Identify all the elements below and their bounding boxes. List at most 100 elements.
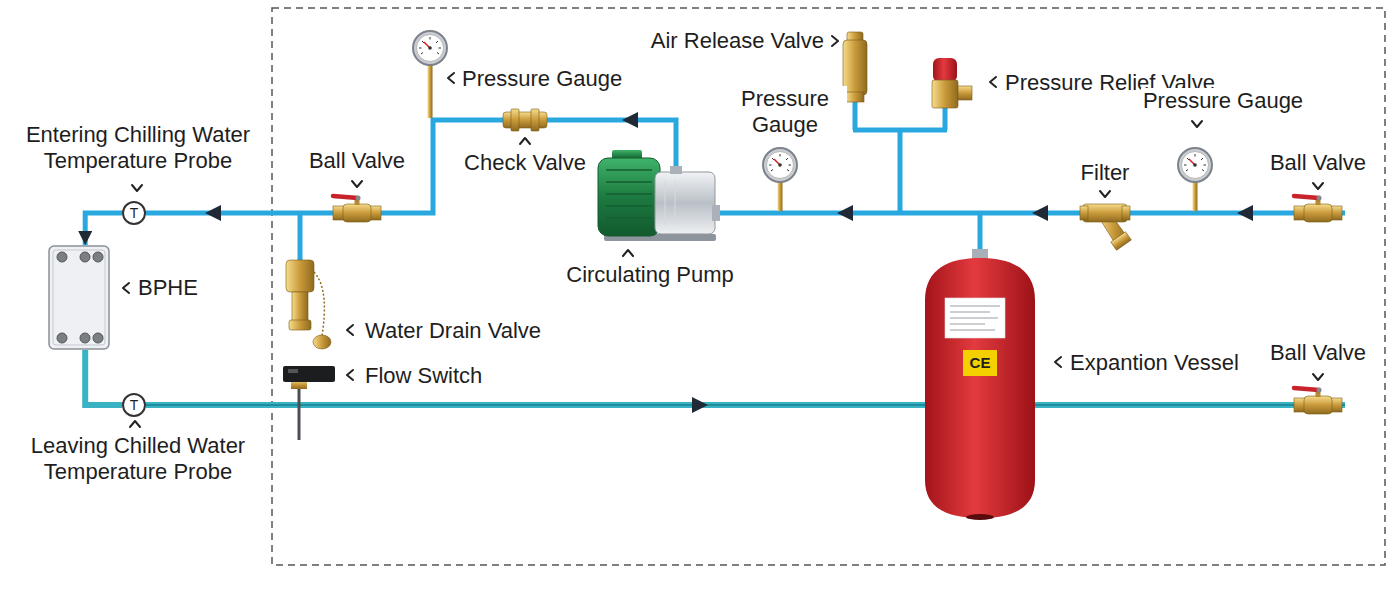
- pressure-gauge: [1178, 148, 1212, 182]
- pressure-relief-valve-part: [933, 58, 957, 82]
- check-valve-part: [531, 109, 539, 131]
- part-label: Ball Valve: [307, 148, 407, 174]
- bphe-plates-part-part: [57, 252, 67, 262]
- part-label: Leaving Chilled Water Temperature Probe: [6, 433, 270, 485]
- flow-arrow: [205, 112, 1253, 413]
- heat-exchanger: BPHE: [48, 245, 110, 350]
- filter-part: [1080, 206, 1088, 220]
- circulating-pump-part: [655, 172, 715, 234]
- gauge-stem-part: [428, 64, 433, 118]
- supply-pipe-part: [853, 100, 947, 213]
- part-label: Ball Valve: [1268, 340, 1368, 366]
- flow-switch-part: [298, 388, 301, 440]
- water-drain-valve-part: [289, 320, 311, 330]
- check-valve-part: [511, 109, 519, 131]
- pointer-chevron: [132, 185, 142, 191]
- pressure-gauge: [413, 31, 447, 65]
- circulating-pump: [598, 150, 720, 241]
- expansion-vessel-part: [966, 514, 994, 520]
- pointer-chevrons: [123, 36, 1323, 427]
- probe-symbol: T: [130, 206, 139, 220]
- certification-mark: CE: [970, 353, 991, 373]
- flow-switch-part: [288, 369, 298, 373]
- part-label: Ball Valve: [1268, 150, 1368, 176]
- bphe-plates-part-part: [93, 333, 103, 343]
- pointer-chevron: [1313, 183, 1323, 189]
- bphe-plates-part-part: [93, 252, 103, 262]
- circulating-pump-part: [598, 158, 660, 236]
- supply-pipe-part: [298, 213, 303, 262]
- bphe-plates-part: [57, 252, 103, 343]
- bphe-plates-part-part: [57, 333, 67, 343]
- flow-arrow-part: [692, 397, 708, 413]
- ball-valve: [1294, 388, 1342, 415]
- circulating-pump-part: [670, 166, 682, 174]
- check-valve-part: [503, 112, 547, 128]
- return-pipe-part: [146, 404, 1345, 406]
- pointer-chevron: [832, 36, 838, 46]
- circulating-pump-part: [606, 170, 652, 218]
- ball-valve: [333, 196, 381, 223]
- part-label: Entering Chilling Water Temperature Prob…: [6, 122, 270, 174]
- flow-arrow-part: [1237, 205, 1253, 221]
- water-drain-valve-part: [313, 335, 331, 349]
- pointer-chevron: [1192, 121, 1202, 127]
- temperature-probe: T: [122, 393, 146, 417]
- filter-part: [1122, 206, 1130, 220]
- gauge-stem-part: [1193, 181, 1198, 211]
- pointer-chevron: [347, 325, 353, 335]
- air-release-valve-part: [846, 92, 864, 102]
- bphe-plates-part-part: [80, 333, 90, 343]
- expansion-vessel-part: [945, 298, 1005, 338]
- filter: [1080, 204, 1131, 250]
- flow-arrow-part: [622, 112, 638, 128]
- expansion-vessel: [925, 249, 1035, 520]
- part-label: Flow Switch: [363, 363, 484, 389]
- circulating-pump-part: [712, 205, 720, 221]
- water-drain-valve-part: [292, 292, 308, 322]
- pointer-chevron: [520, 138, 530, 144]
- part-label: Water Drain Valve: [363, 318, 543, 344]
- expansion-vessel-part: [963, 350, 997, 376]
- expansion-vessel-part: [950, 306, 1000, 330]
- part-label: Pressure Gauge: [460, 66, 624, 92]
- probe-symbol: T: [130, 398, 139, 412]
- part-label: Filter: [1079, 160, 1132, 186]
- pressure-relief-valve-part: [958, 86, 972, 100]
- filter-part: [1083, 204, 1127, 222]
- flow-arrow-part: [205, 205, 221, 221]
- part-label: Circulating Pump: [564, 262, 736, 288]
- pressure-gauge: [763, 148, 797, 182]
- part-label: Check Valve: [462, 150, 588, 176]
- water-drain-valve-part: [314, 272, 324, 336]
- pipe-connector: [85, 350, 122, 405]
- filter-part: [1111, 232, 1131, 251]
- pointer-chevron: [990, 77, 996, 87]
- water-drain-valve-part: [286, 260, 314, 292]
- pointer-chevron: [352, 181, 362, 187]
- part-label: Pressure Gauge: [1141, 88, 1305, 114]
- part-name: BPHE: [136, 275, 200, 301]
- pointer-chevron: [130, 421, 140, 427]
- gauge-stem-part: [778, 181, 783, 211]
- ball-valve: [1294, 196, 1342, 223]
- temperature-probe: T: [122, 201, 146, 225]
- bphe-plates: [48, 245, 110, 350]
- water-drain-valve: [286, 260, 331, 349]
- pointer-chevron: [1100, 191, 1110, 197]
- flow-arrow-part: [1032, 205, 1048, 221]
- flow-switch-part: [283, 366, 335, 382]
- supply-pipe-part: [978, 213, 983, 252]
- package-boundary: [272, 8, 1385, 565]
- check-valve: [503, 109, 547, 131]
- part-label: Air Release Valve: [649, 28, 826, 54]
- return-pipe-part: [146, 402, 1345, 408]
- pointer-chevron: [448, 73, 454, 83]
- expansion-vessel-part: [925, 258, 1035, 518]
- pointer-chevron: [1313, 374, 1323, 380]
- pressure-relief-valve: [932, 58, 972, 108]
- part-label: Pressure Gauge: [723, 86, 847, 138]
- pipe-connector: [85, 213, 122, 245]
- pointer-chevron: [623, 250, 633, 256]
